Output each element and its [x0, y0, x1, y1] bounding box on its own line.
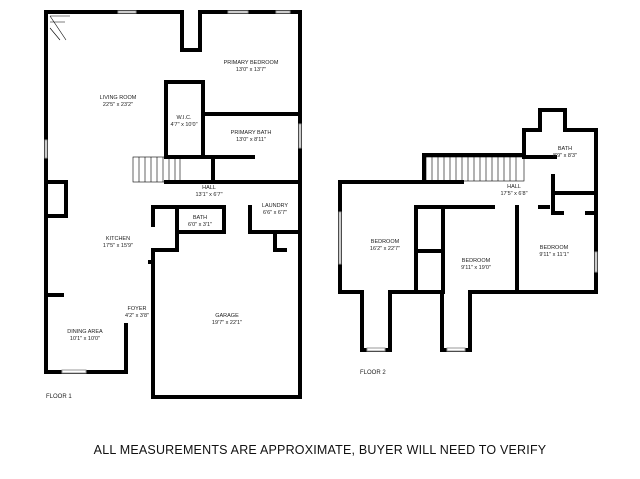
svg-text:HALL: HALL	[507, 184, 521, 190]
svg-text:4'7" x 10'0": 4'7" x 10'0"	[170, 122, 197, 128]
svg-text:DINING AREA: DINING AREA	[67, 329, 103, 335]
svg-text:4'2" x 3'8": 4'2" x 3'8"	[125, 313, 149, 319]
svg-text:13'0" x 13'7": 13'0" x 13'7"	[236, 67, 266, 73]
floor-1-walls	[44, 10, 302, 399]
svg-text:GARAGE: GARAGE	[215, 313, 239, 319]
svg-text:17'5" x 15'9": 17'5" x 15'9"	[103, 243, 133, 249]
svg-text:BATH: BATH	[193, 215, 207, 221]
svg-text:16'2" x 22'7": 16'2" x 22'7"	[370, 246, 400, 252]
svg-text:W.I.C.: W.I.C.	[177, 115, 192, 121]
svg-text:9'11" x 19'0": 9'11" x 19'0"	[461, 265, 491, 271]
svg-text:LAUNDRY: LAUNDRY	[262, 203, 289, 209]
svg-text:8'9" x 8'3": 8'9" x 8'3"	[553, 153, 577, 159]
floor-2-walls	[338, 108, 598, 352]
svg-text:13'1" x 6'7": 13'1" x 6'7"	[195, 192, 222, 198]
floor-1-label: FLOOR 1	[46, 394, 72, 400]
svg-text:BEDROOM: BEDROOM	[540, 245, 569, 251]
floor-1-fixtures	[44, 10, 302, 374]
svg-text:22'5" x 23'2": 22'5" x 23'2"	[103, 102, 133, 108]
svg-text:10'1" x 10'0": 10'1" x 10'0"	[70, 336, 100, 342]
svg-text:17'5" x 6'8": 17'5" x 6'8"	[500, 191, 527, 197]
svg-text:PRIMARY BATH: PRIMARY BATH	[231, 130, 272, 136]
svg-text:6'0" x 3'1": 6'0" x 3'1"	[188, 222, 212, 228]
svg-text:HALL: HALL	[202, 185, 216, 191]
svg-text:PRIMARY BEDROOM: PRIMARY BEDROOM	[224, 60, 279, 66]
stairs-floor-1	[132, 156, 181, 183]
stairs-floor-2	[425, 156, 525, 182]
svg-text:19'7" x 22'1": 19'7" x 22'1"	[212, 320, 242, 326]
floor-2-labels: BATH 8'9" x 8'3" HALL 17'5" x 6'8" BEDRO…	[360, 146, 577, 376]
svg-text:9'11" x 11'1": 9'11" x 11'1"	[539, 252, 568, 258]
disclaimer: ALL MEASUREMENTS ARE APPROXIMATE, BUYER …	[93, 443, 547, 457]
svg-text:BATH: BATH	[558, 146, 572, 152]
svg-text:BEDROOM: BEDROOM	[371, 239, 400, 245]
svg-text:LIVING ROOM: LIVING ROOM	[100, 95, 137, 101]
floor-1-labels: LIVING ROOM 22'5" x 23'2" PRIMARY BEDROO…	[46, 60, 288, 400]
svg-text:FOYER: FOYER	[128, 306, 147, 312]
svg-text:KITCHEN: KITCHEN	[106, 236, 130, 242]
svg-text:BEDROOM: BEDROOM	[462, 258, 491, 264]
floor-2-label: FLOOR 2	[360, 370, 386, 376]
floor-2-fixtures	[338, 156, 598, 352]
svg-text:13'0" x 8'11": 13'0" x 8'11"	[236, 137, 266, 143]
svg-text:6'6" x 6'7": 6'6" x 6'7"	[263, 210, 287, 216]
